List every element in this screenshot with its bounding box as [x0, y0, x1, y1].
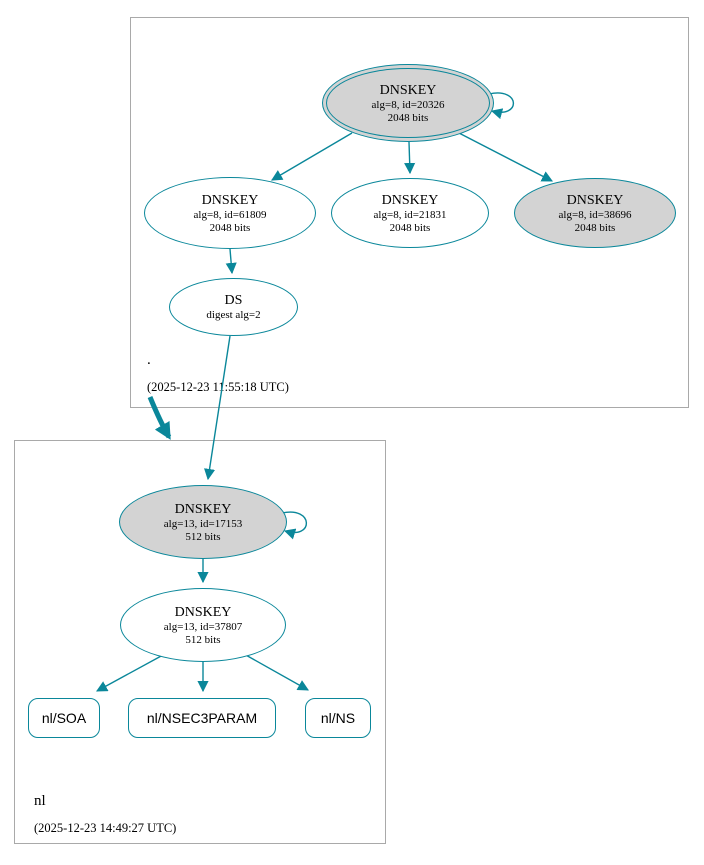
- node-detail-alg-id: alg=8, id=61809: [193, 208, 267, 221]
- rrset-node-nl-nsec3param: nl/NSEC3PARAM: [128, 698, 276, 738]
- node-title: DNSKEY: [174, 604, 232, 620]
- zone-timestamp-nl: (2025-12-23 14:49:27 UTC): [34, 821, 177, 835]
- node-title: DNSKEY: [174, 501, 232, 517]
- node-detail-digest: digest alg=2: [206, 309, 261, 321]
- rrset-node-nl-ns: nl/NS: [305, 698, 371, 738]
- node-detail-bits: 512 bits: [185, 530, 221, 543]
- node-title: DS: [224, 293, 243, 308]
- node-title: DNSKEY: [379, 82, 437, 98]
- node-detail-alg-id: alg=8, id=21831: [373, 208, 447, 221]
- dnskey-node-root-zsk-21831: DNSKEY alg=8, id=21831 2048 bits: [331, 178, 489, 248]
- node-detail-bits: 2048 bits: [389, 221, 431, 234]
- rrset-node-nl-soa: nl/SOA: [28, 698, 100, 738]
- node-detail-alg-id: alg=8, id=20326: [371, 98, 445, 111]
- zone-name-nl: nl: [34, 793, 46, 809]
- node-title: DNSKEY: [566, 192, 624, 208]
- node-detail-bits: 2048 bits: [209, 221, 251, 234]
- ds-node-nl: DS digest alg=2: [169, 278, 298, 336]
- zone-timestamp-root: (2025-12-23 11:55:18 UTC): [147, 380, 289, 394]
- node-detail-alg-id: alg=13, id=37807: [163, 620, 243, 633]
- dnskey-node-nl-ksk-17153: DNSKEY alg=13, id=17153 512 bits: [119, 485, 287, 559]
- node-detail-alg-id: alg=13, id=17153: [163, 517, 243, 530]
- node-detail-bits: 2048 bits: [387, 111, 429, 124]
- dnskey-node-root-zsk-61809: DNSKEY alg=8, id=61809 2048 bits: [144, 177, 316, 249]
- dnskey-node-nl-zsk-37807: DNSKEY alg=13, id=37807 512 bits: [120, 588, 286, 662]
- dnskey-node-root-ksk-20326: DNSKEY alg=8, id=20326 2048 bits: [322, 64, 494, 142]
- node-detail-bits: 2048 bits: [574, 221, 616, 234]
- node-title: DNSKEY: [201, 192, 259, 208]
- node-detail-bits: 512 bits: [185, 633, 221, 646]
- dnskey-node-root-ksk-38696: DNSKEY alg=8, id=38696 2048 bits: [514, 178, 676, 248]
- node-detail-alg-id: alg=8, id=38696: [558, 208, 632, 221]
- zone-name-root: .: [147, 352, 151, 368]
- node-title: DNSKEY: [381, 192, 439, 208]
